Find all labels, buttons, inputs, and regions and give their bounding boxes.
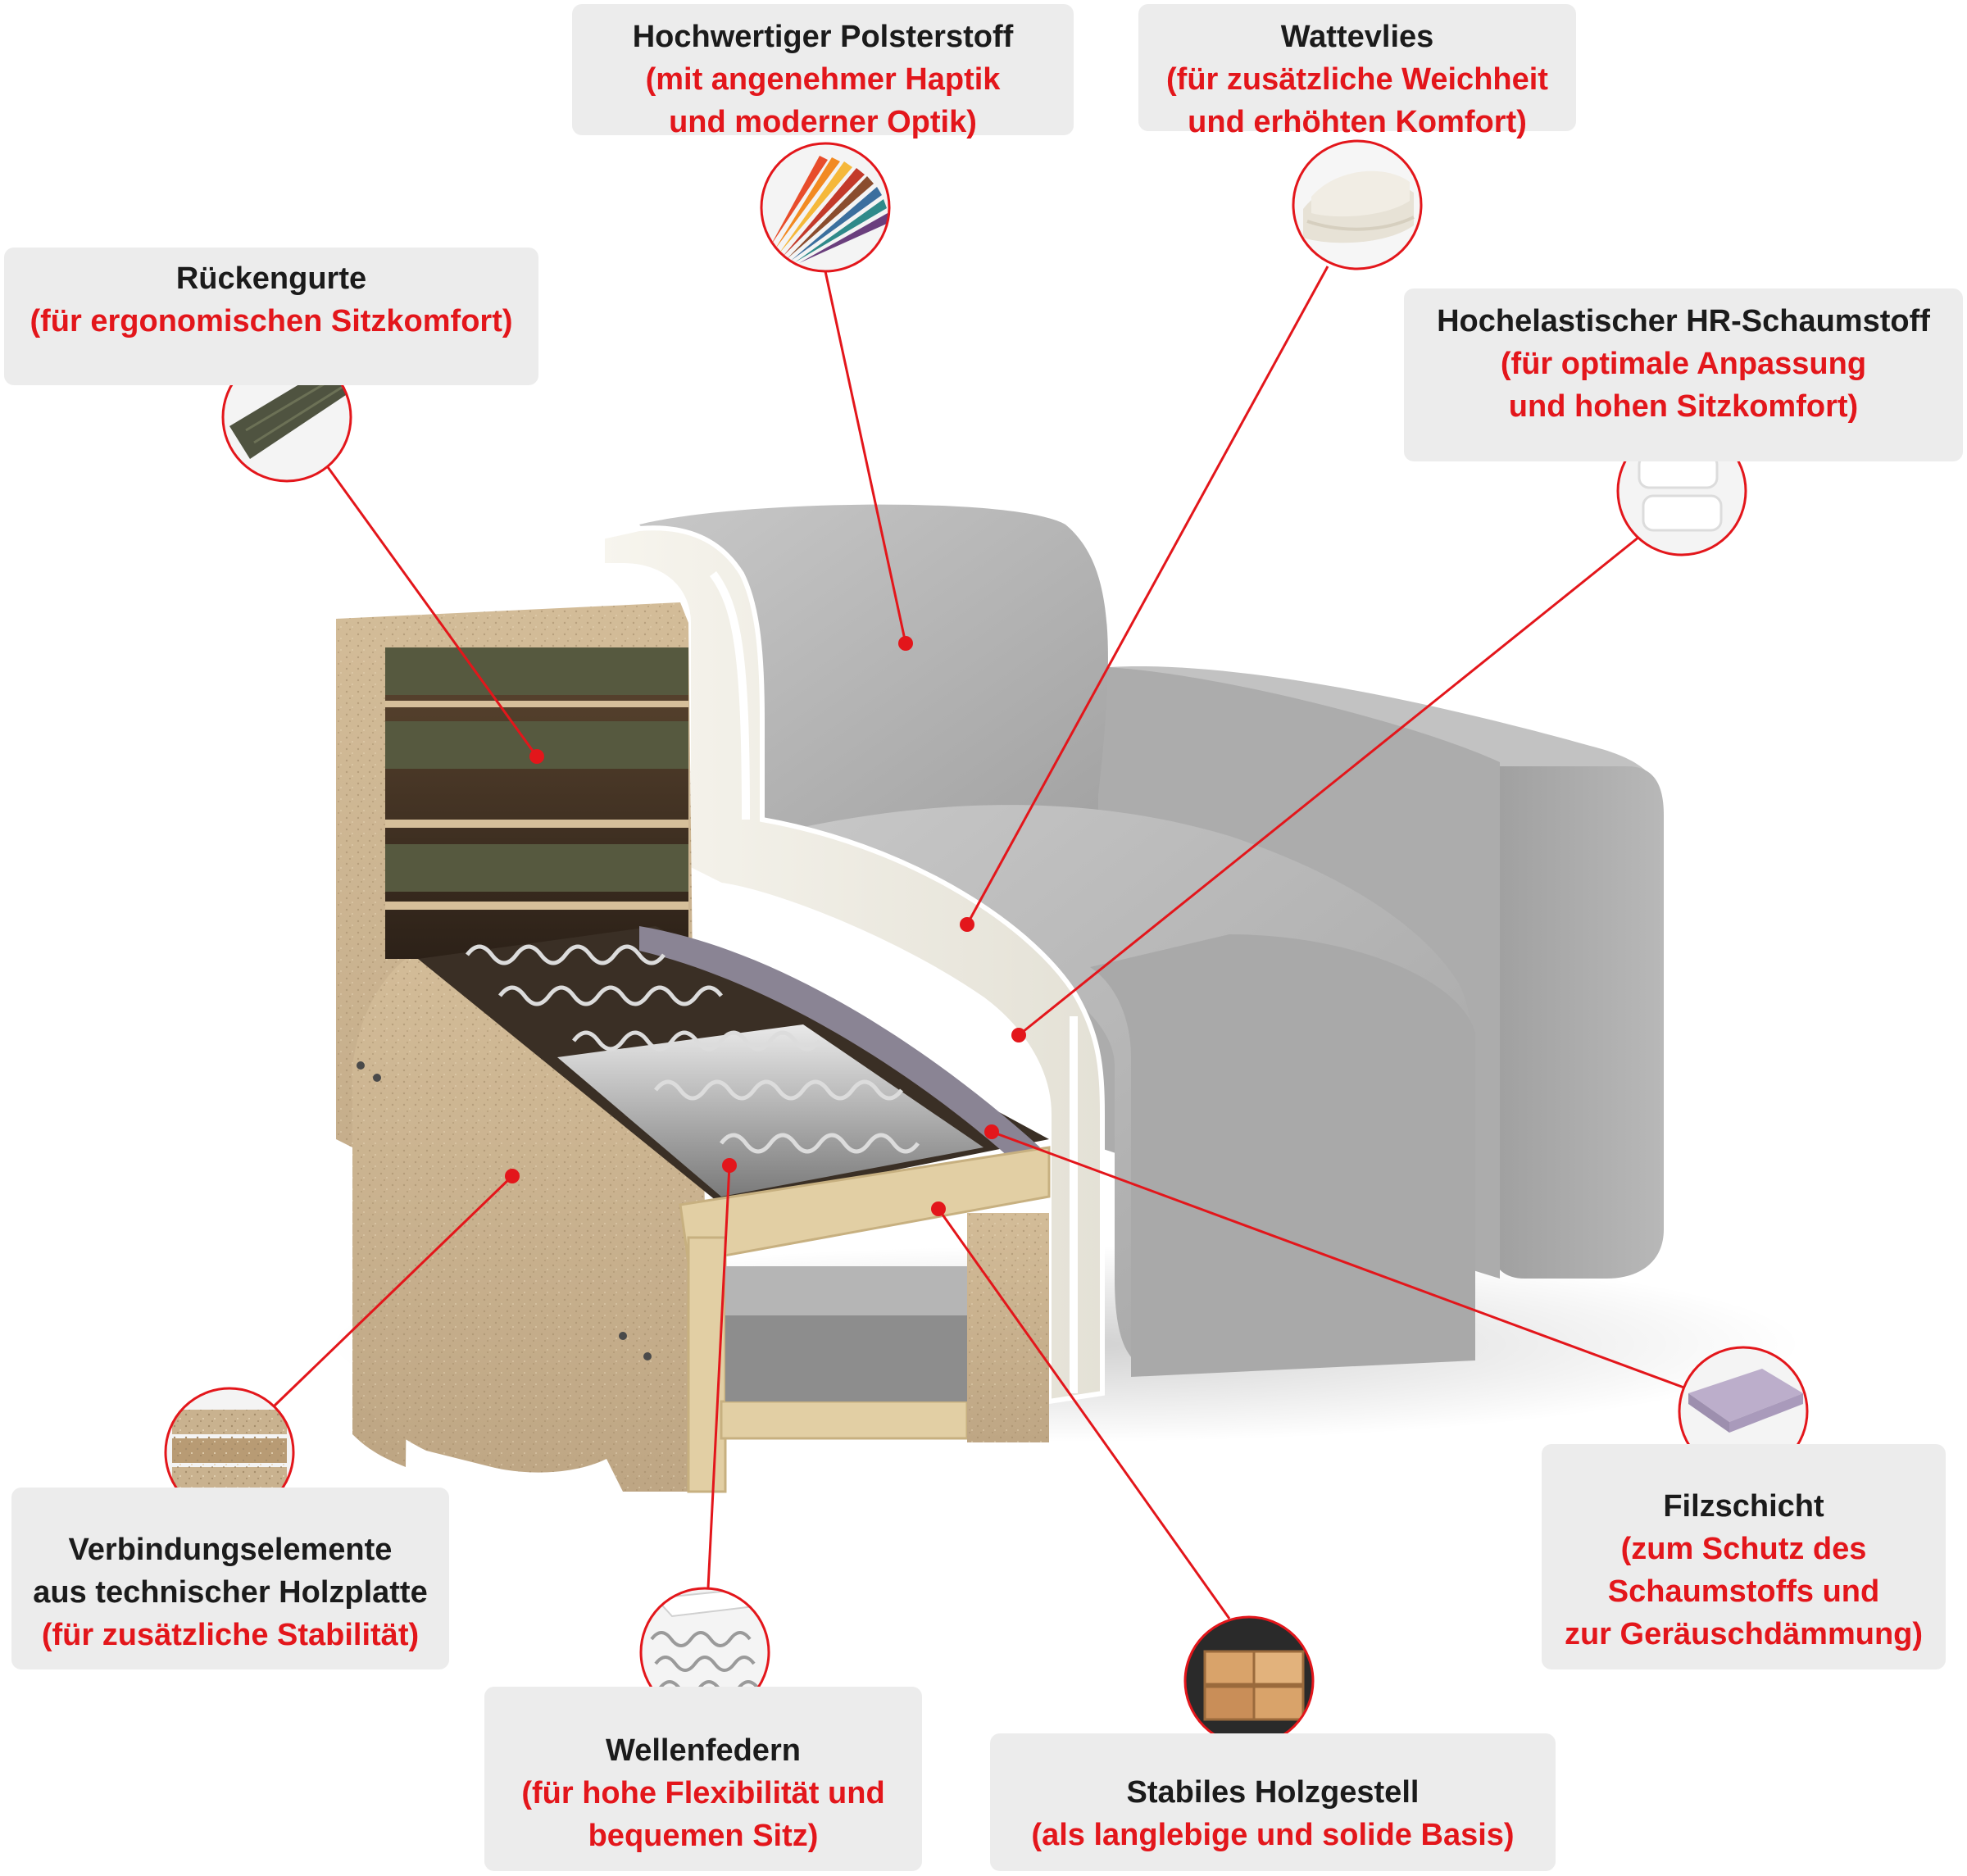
callout-subtitle: (für optimale Anpassung: [1500, 347, 1867, 381]
callout-holzgestell: Stabiles Holzgestell (als langlebige und…: [990, 1733, 1556, 1871]
foam-section: [600, 525, 1105, 1405]
callout-title: aus technischer Holzplatte: [33, 1575, 428, 1610]
callout-subtitle: (für zusätzliche Stabilität): [41, 1618, 420, 1652]
fabric-swatches-icon: [760, 142, 891, 273]
callout-subtitle: Schaumstoffs und: [1607, 1574, 1880, 1609]
callout-subtitle: und moderner Optik): [669, 105, 977, 139]
armrest-front: [1488, 766, 1664, 1279]
callout-subtitle: (für ergonomischen Sitzkomfort): [30, 304, 513, 338]
wave-springs: [466, 944, 920, 1154]
callout-subtitle: (zum Schutz des: [1620, 1532, 1867, 1566]
leader-lines: [273, 266, 1689, 1619]
wood-frame-top: [679, 1146, 1051, 1264]
wood-planks-icon: [1183, 1615, 1315, 1747]
callout-subtitle: und hohen Sitzkomfort): [1508, 389, 1859, 424]
callout-wattevlies: Wattevlies (für zusätzliche Weichheit un…: [1138, 4, 1576, 139]
callout-rueckengurte: Rückengurte (für ergonomischen Sitzkomfo…: [4, 248, 538, 385]
wood-frame-bottom: [720, 1400, 969, 1440]
felt-layer-icon: [1678, 1346, 1809, 1477]
back-belt-3: [385, 844, 688, 892]
sofa: [336, 504, 1664, 1493]
callout-title: Wellenfedern: [606, 1733, 801, 1768]
callout-title: Verbindungselemente: [68, 1533, 393, 1567]
callout-subtitle: (für zusätzliche Weichheit: [1166, 62, 1548, 97]
callout-schaumstoff: Hochelastischer HR-Schaumstoff (für opti…: [1404, 288, 1963, 461]
callout-polsterstoff: Hochwertiger Polsterstoff (mit angenehme…: [572, 4, 1074, 139]
callout-title: Hochelastischer HR-Schaumstoff: [1437, 304, 1930, 338]
seat-inner-light: [557, 1024, 984, 1197]
back-belt-1: [385, 647, 688, 695]
callout-subtitle: (als langlebige und solide Basis): [1031, 1818, 1515, 1852]
callout-wellenfedern: Wellenfedern (für hohe Flexibilität und …: [484, 1687, 922, 1871]
callout-subtitle: zur Geräuschdämmung): [1564, 1617, 1924, 1651]
leader-dots: [505, 636, 1026, 1216]
callout-subtitle: (mit angenehmer Haptik: [645, 62, 1001, 97]
felt-layer: [639, 926, 1049, 1164]
callout-filzschicht: Filzschicht (zum Schutz des Schaumstoffs…: [1542, 1444, 1946, 1669]
callout-subtitle: bequemen Sitz): [588, 1819, 819, 1853]
callout-title: Stabiles Holzgestell: [1126, 1775, 1420, 1810]
callout-verbindungselemente: Verbindungselemente aus technischer Holz…: [11, 1488, 449, 1669]
callout-title: Filzschicht: [1663, 1489, 1824, 1524]
callout-title: Wattevlies: [1280, 20, 1434, 54]
callout-title: Rückengurte: [175, 261, 367, 296]
seat-fabric-front: [1090, 934, 1475, 1377]
foam-inner-edge: [709, 571, 1078, 1393]
callout-subtitle: und erhöhten Komfort): [1188, 105, 1527, 139]
wadding-fleece-icon: [1292, 139, 1423, 270]
callout-title: Hochwertiger Polsterstoff: [632, 20, 1014, 54]
callout-subtitle: (für hohe Flexibilität und: [521, 1776, 885, 1810]
